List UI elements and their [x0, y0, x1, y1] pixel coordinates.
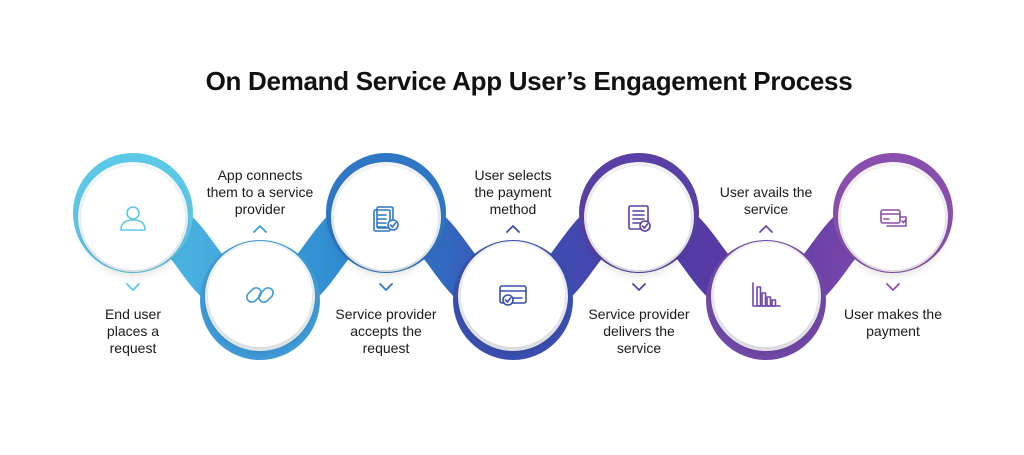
document-check-icon [373, 206, 399, 232]
step-label-2: App connects them to a service provider [206, 167, 314, 217]
step-circle [841, 166, 945, 270]
chevron-up-icon [759, 225, 773, 233]
step-label-4: User selects the payment method [474, 167, 552, 217]
chevron-up-icon [506, 225, 520, 233]
step-label-7: User makes the payment [843, 306, 943, 339]
diagram-title: On Demand Service App User’s Engagement … [205, 66, 853, 96]
chevron-up-icon [253, 225, 267, 233]
step-node-4 [453, 240, 573, 360]
step-label-1: End user places a request [104, 306, 162, 356]
step-node-5 [579, 153, 699, 273]
step-circle [334, 166, 438, 270]
chevron-down-icon [379, 283, 393, 291]
credit-card-check-icon [499, 285, 527, 306]
step-label-6: User avails the service [719, 184, 813, 217]
invoice-check-icon [628, 205, 651, 232]
user-icon [120, 206, 146, 231]
step-label-3: Service provider accepts the request [335, 306, 437, 356]
step-circle [81, 166, 185, 270]
step-node-2 [200, 240, 320, 360]
step-label-5: Service provider delivers the service [588, 306, 690, 356]
card-payment-icon [880, 209, 907, 227]
chevron-down-icon [126, 283, 140, 291]
link-icon [246, 287, 274, 303]
step-node-6 [706, 240, 826, 360]
step-circle [587, 166, 691, 270]
chevron-down-icon [632, 283, 646, 291]
bar-chart-icon [752, 282, 781, 307]
step-node-1 [73, 153, 193, 273]
step-circle [461, 243, 565, 347]
chevron-down-icon [886, 283, 900, 291]
step-node-7 [833, 153, 953, 273]
step-node-3 [326, 153, 446, 273]
